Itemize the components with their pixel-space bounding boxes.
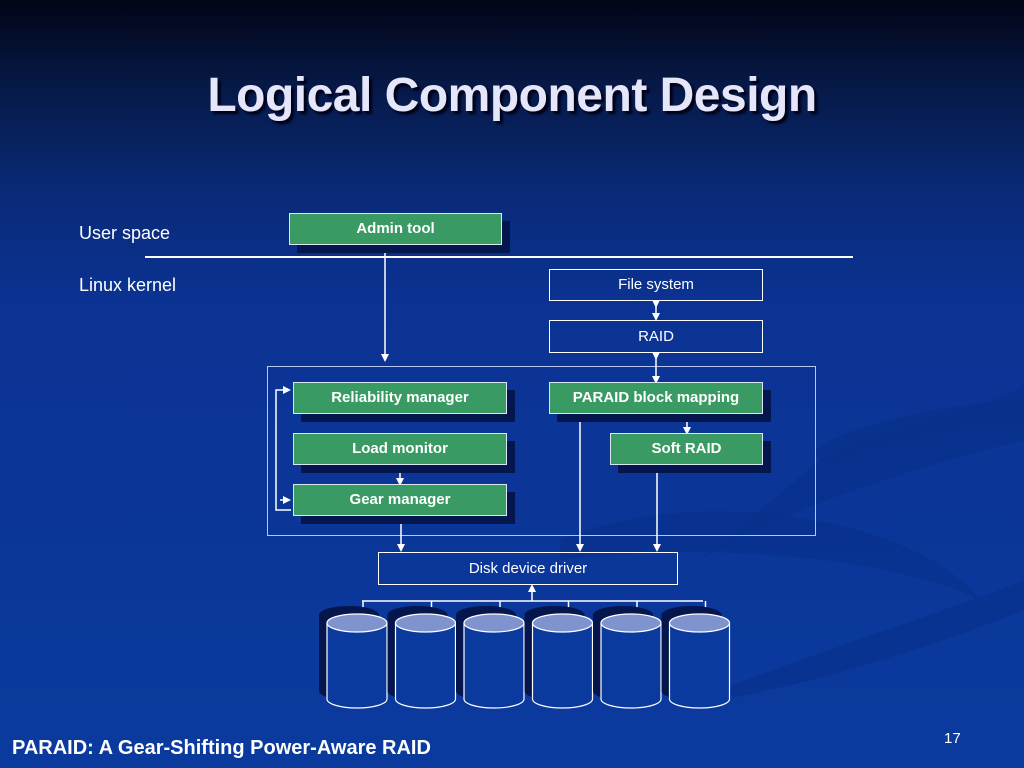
admin-tool-label: Admin tool <box>356 220 435 237</box>
raid-label: RAID <box>638 328 674 345</box>
disk-icon[interactable] <box>593 606 662 709</box>
disk-icon[interactable] <box>524 606 594 709</box>
disk-icon[interactable] <box>319 606 388 709</box>
soft-raid-label: Soft RAID <box>651 440 722 457</box>
paraid-block-mapping-box[interactable]: PARAID block mapping <box>549 382 763 414</box>
disk-device-driver-box[interactable]: Disk device driver <box>378 552 678 585</box>
page-number: 17 <box>944 730 961 747</box>
paraid-block-mapping-label: PARAID block mapping <box>572 389 740 406</box>
linux-kernel-label: Linux kernel <box>79 275 177 295</box>
footer-title: PARAID: A Gear-Shifting Power-Aware RAID <box>12 737 431 759</box>
gear-manager-box[interactable]: Gear manager <box>293 484 507 516</box>
gear-reliability-feedback <box>275 386 291 511</box>
user-space-label: User space <box>79 223 171 243</box>
disk-icon[interactable] <box>387 606 457 709</box>
file-system-label: File system <box>618 276 694 293</box>
load-monitor-box[interactable]: Load monitor <box>293 433 507 465</box>
disk-icon[interactable] <box>661 606 731 709</box>
load-monitor-label: Load monitor <box>352 440 448 457</box>
admin-tool-box[interactable]: Admin tool <box>289 213 502 245</box>
reliability-manager-label: Reliability manager <box>331 389 469 406</box>
file-system-box[interactable]: File system <box>549 269 763 301</box>
reliability-manager-box[interactable]: Reliability manager <box>293 382 507 414</box>
disk-device-driver-label: Disk device driver <box>468 560 588 577</box>
raid-box[interactable]: RAID <box>549 320 763 353</box>
disk-icon[interactable] <box>456 606 525 709</box>
gear-manager-label: Gear manager <box>349 491 451 508</box>
slide-title: Logical Component Design <box>207 69 817 122</box>
paraid-module-frame <box>267 366 816 536</box>
soft-raid-box[interactable]: Soft RAID <box>610 433 763 465</box>
